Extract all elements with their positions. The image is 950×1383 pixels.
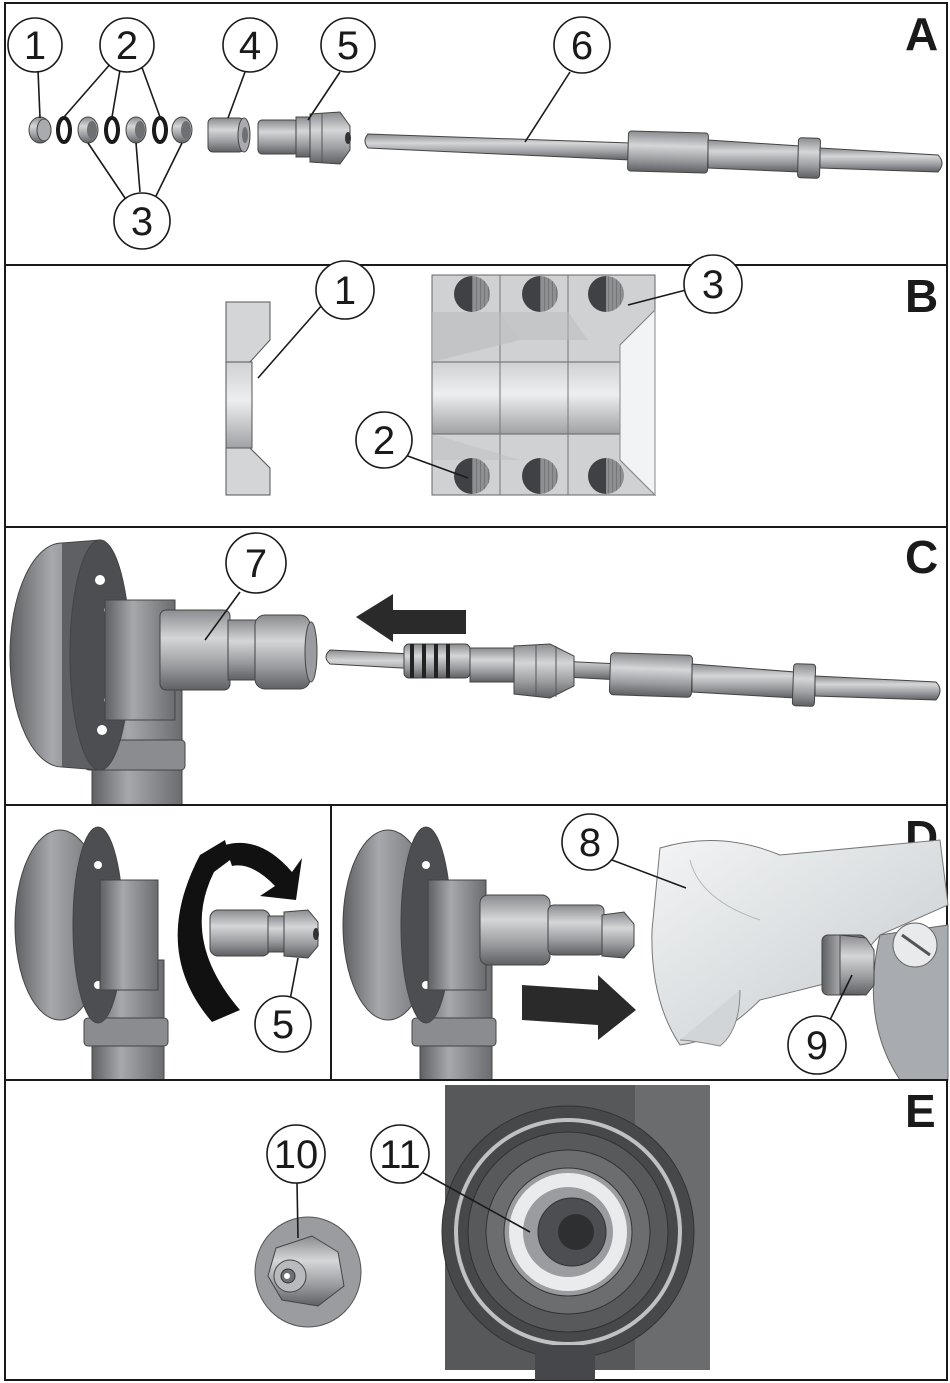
callout-a-6: 6 <box>524 16 611 143</box>
callout-a-5: 5 <box>307 17 376 121</box>
panel-d: D 5 <box>4 804 949 1081</box>
callout-a-3: 3 <box>87 142 183 250</box>
callout-b-2: 2 <box>355 411 469 479</box>
callout-d-8: 8 <box>561 813 687 889</box>
part-10-nut <box>254 1216 362 1328</box>
panel-e: E 10 <box>4 1079 948 1381</box>
panel-c: C <box>4 526 948 806</box>
svg-text:8: 8 <box>579 821 601 865</box>
part-6-needle <box>364 130 943 179</box>
fluid-housing <box>9 539 318 806</box>
arrow-right-icon <box>522 975 636 1040</box>
housing-right <box>342 826 635 1081</box>
part-1-section <box>225 301 271 496</box>
svg-text:5: 5 <box>337 24 359 68</box>
callout-c-7: 7 <box>204 532 287 641</box>
panel-label-c: C <box>905 531 938 583</box>
svg-text:11: 11 <box>379 1133 421 1177</box>
svg-text:6: 6 <box>571 24 593 68</box>
svg-text:1: 1 <box>24 24 46 68</box>
part-9-nozzle-nut <box>821 934 875 996</box>
callout-d-5: 5 <box>254 957 312 1053</box>
callout-a-4: 4 <box>222 17 278 119</box>
callout-d-9: 9 <box>787 974 853 1075</box>
svg-text:2: 2 <box>373 419 395 463</box>
callout-a-2: 2 <box>63 17 161 118</box>
callout-e-11: 11 <box>370 1124 531 1233</box>
part-4-bushing <box>207 117 251 153</box>
rotate-arrow-icon <box>177 840 302 1022</box>
svg-text:10: 10 <box>274 1133 319 1177</box>
part-2-o-rings <box>56 116 168 144</box>
needle-assembly <box>325 643 941 707</box>
panel-label-e: E <box>905 1085 936 1137</box>
svg-text:4: 4 <box>239 24 261 68</box>
svg-text:9: 9 <box>806 1024 828 1068</box>
svg-text:5: 5 <box>272 1003 294 1047</box>
svg-text:7: 7 <box>245 542 267 586</box>
svg-text:3: 3 <box>702 263 724 307</box>
callout-a-1: 1 <box>7 17 63 119</box>
parts-2-3-section <box>431 274 657 497</box>
part-1-seal-ring <box>28 116 52 144</box>
o-ring-section-top <box>454 276 624 312</box>
svg-text:2: 2 <box>116 24 138 68</box>
part-8-gun-body <box>651 839 949 1081</box>
callout-b-3: 3 <box>627 254 743 314</box>
arrow-left-icon <box>356 594 466 642</box>
o-ring-section-bottom <box>454 458 624 494</box>
part-5-packing-nut-d <box>209 909 319 959</box>
callout-e-10: 10 <box>266 1124 326 1239</box>
panel-label-b: B <box>905 270 938 322</box>
panel-label-a: A <box>905 8 938 60</box>
part-3-spacers <box>77 116 193 144</box>
svg-text:1: 1 <box>334 269 356 313</box>
part-5-packing-nut <box>257 111 351 165</box>
callout-b-1: 1 <box>257 260 375 379</box>
svg-text:3: 3 <box>131 200 153 244</box>
part-11-gun-head <box>441 1085 710 1380</box>
panel-a: A <box>4 2 948 266</box>
panel-b: B <box>4 254 948 528</box>
housing-left <box>14 826 169 1081</box>
